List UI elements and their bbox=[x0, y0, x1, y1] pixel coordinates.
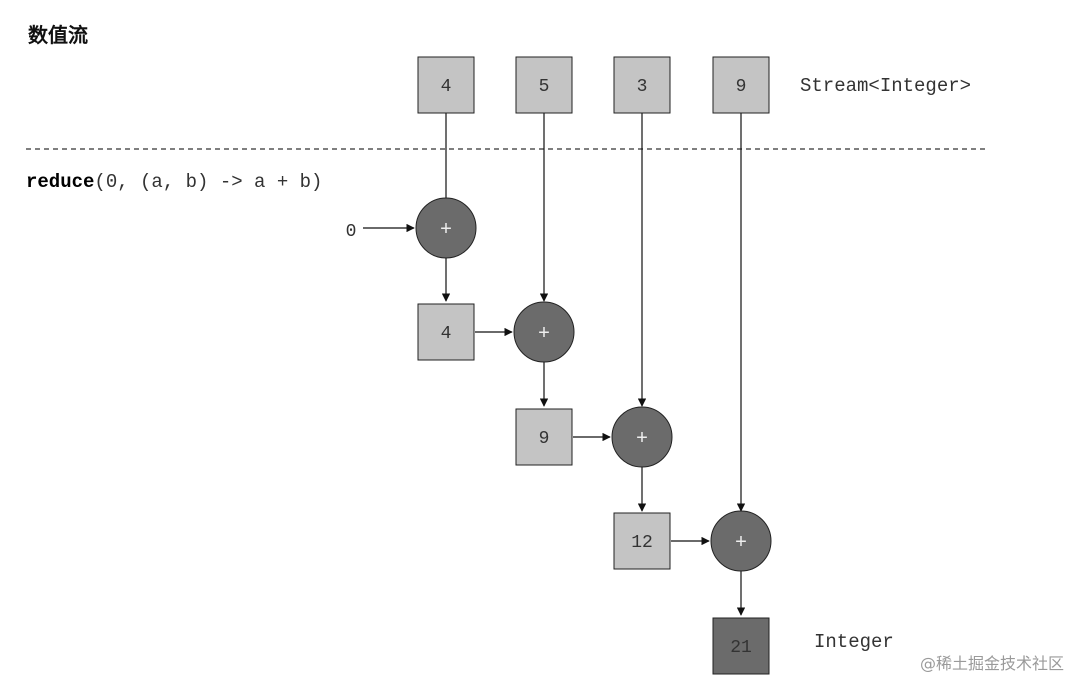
partial-result-label: 4 bbox=[441, 324, 452, 344]
plus-operator-2: + bbox=[513, 301, 575, 363]
stream-element-label: 4 bbox=[441, 77, 452, 97]
partial-result-label: 12 bbox=[631, 533, 653, 553]
plus-icon: + bbox=[440, 219, 452, 242]
reduce-args: (0, (a, b) -> a + b) bbox=[94, 171, 322, 193]
stream-element-label: 3 bbox=[637, 77, 648, 97]
plus-icon: + bbox=[636, 428, 648, 451]
final-result: 21 bbox=[712, 617, 770, 675]
result-type-label: Integer bbox=[814, 631, 894, 653]
stream-element-3: 3 bbox=[613, 56, 671, 114]
partial-result-label: 9 bbox=[539, 429, 550, 449]
stream-element-1: 4 bbox=[417, 56, 475, 114]
reduce-keyword: reduce bbox=[26, 171, 94, 193]
watermark: @稀土掘金技术社区 bbox=[920, 654, 1064, 673]
plus-operator-4: + bbox=[710, 510, 772, 572]
plus-icon: + bbox=[538, 323, 550, 346]
stream-element-2: 5 bbox=[515, 56, 573, 114]
stream-element-label: 5 bbox=[539, 77, 550, 97]
page-title: 数值流 bbox=[28, 23, 88, 47]
partial-result-3: 12 bbox=[613, 512, 671, 570]
plus-operator-3: + bbox=[611, 406, 673, 468]
reduce-call-label: reduce(0, (a, b) -> a + b) bbox=[26, 171, 322, 193]
partial-result-2: 9 bbox=[515, 408, 573, 466]
initial-value: 0 bbox=[346, 222, 357, 242]
partial-result-1: 4 bbox=[417, 303, 475, 361]
plus-operator-1: + bbox=[415, 197, 477, 259]
final-result-label: 21 bbox=[730, 638, 752, 658]
plus-icon: + bbox=[735, 532, 747, 555]
stream-type-label: Stream<Integer> bbox=[800, 75, 971, 97]
stream-element-4: 9 bbox=[712, 56, 770, 114]
stream-element-label: 9 bbox=[736, 77, 747, 97]
